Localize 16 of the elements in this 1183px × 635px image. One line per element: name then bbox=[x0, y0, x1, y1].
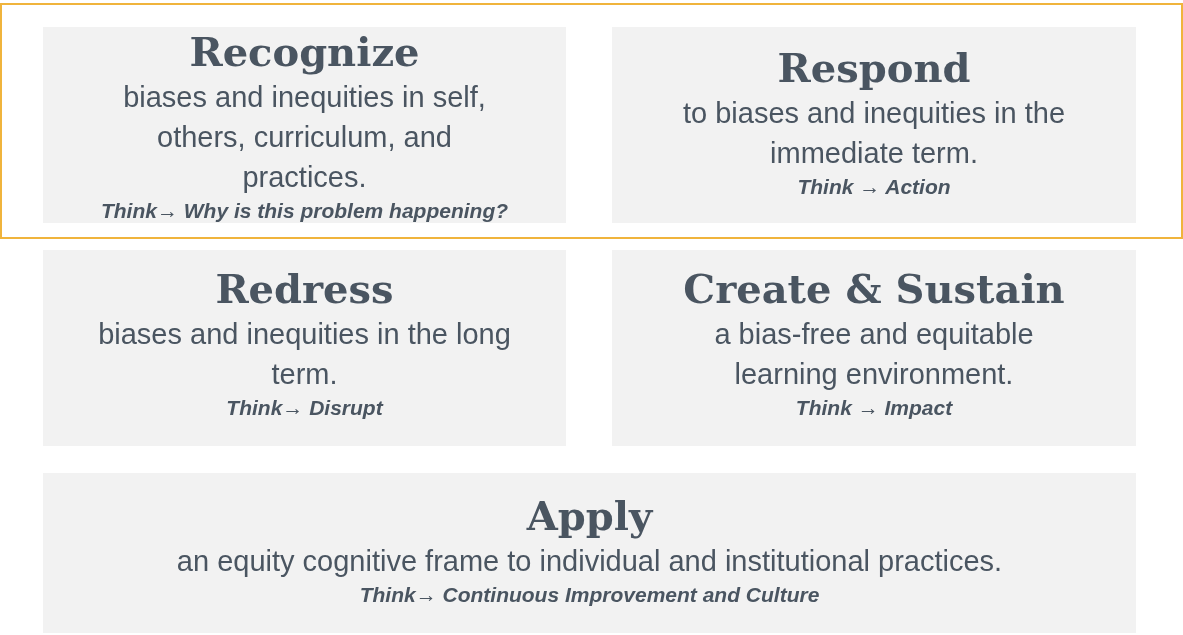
card-description: biases and inequities in the long term. bbox=[97, 317, 512, 392]
highlight-frame bbox=[0, 3, 1183, 239]
card-description: to biases and inequities in the immediate term. bbox=[681, 96, 1067, 171]
think-prompt: Think → Impact bbox=[795, 395, 953, 421]
card-heading: Apply bbox=[526, 491, 653, 541]
think-prompt: Think→ Disrupt bbox=[226, 395, 383, 421]
card-description: an equity cognitive frame to individual and institutional practices. bbox=[176, 544, 1003, 579]
card-heading: Create & Sustain bbox=[683, 264, 1065, 314]
card-heading: Redress bbox=[215, 264, 394, 314]
think-prompt: Think→ Continuous Improvement and Culture bbox=[359, 582, 820, 608]
card-description: a bias-free and equitable learning environment. bbox=[713, 317, 1035, 392]
card-description: biases and inequities in self, others, curriculum, and practices. bbox=[122, 80, 487, 195]
think-prompt: Think→ Why is this problem happening? bbox=[100, 198, 509, 224]
card-heading: Respond bbox=[777, 43, 971, 93]
card-heading: Recognize bbox=[189, 27, 420, 77]
think-prompt: Think → Action bbox=[797, 174, 951, 200]
